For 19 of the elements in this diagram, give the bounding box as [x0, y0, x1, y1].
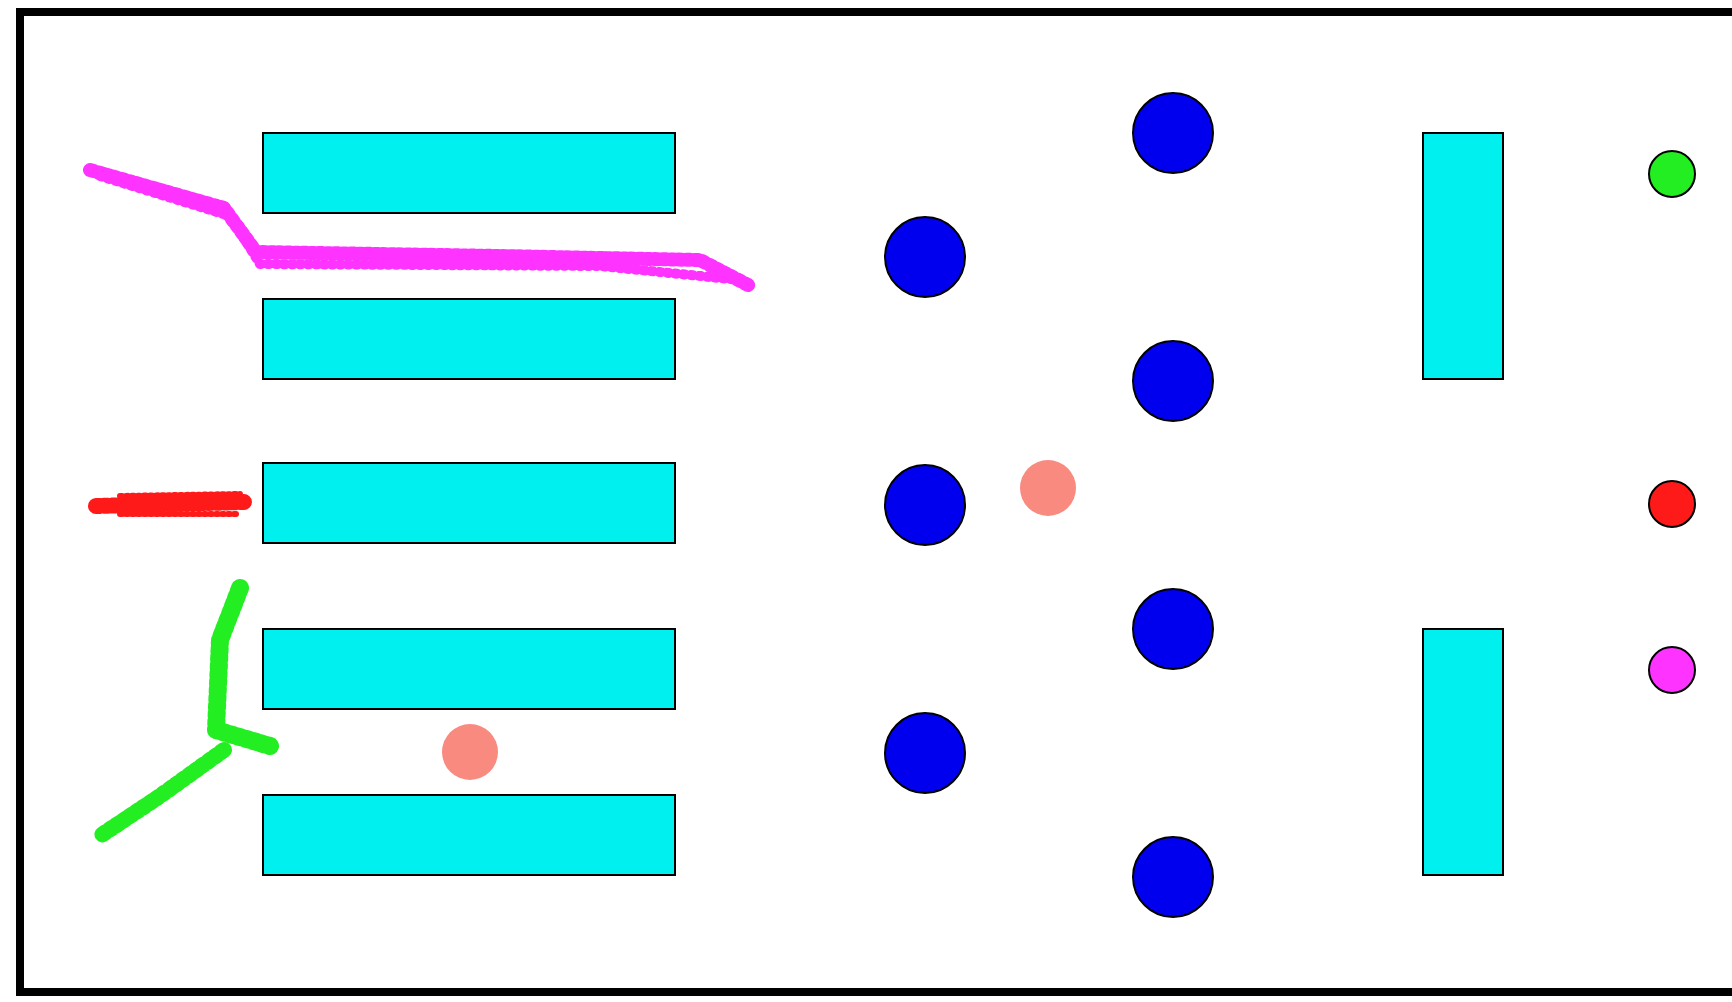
goal-dot	[1648, 646, 1696, 694]
pillar-circle	[884, 216, 966, 298]
obstacle-bar	[262, 794, 676, 876]
pillar-circle	[1132, 92, 1214, 174]
pillar-circle	[884, 712, 966, 794]
obstacle-bar	[1422, 132, 1504, 380]
agent-blob	[1020, 460, 1076, 516]
obstacle-bar	[262, 132, 676, 214]
pillar-circle	[1132, 836, 1214, 918]
pillar-circle	[1132, 588, 1214, 670]
goal-dot	[1648, 150, 1696, 198]
pillar-circle	[1132, 340, 1214, 422]
obstacle-bar	[1422, 628, 1504, 876]
agent-blob	[442, 724, 498, 780]
obstacle-bar	[262, 628, 676, 710]
pillar-circle	[884, 464, 966, 546]
obstacle-bar	[262, 462, 676, 544]
goal-dot	[1648, 480, 1696, 528]
obstacle-bar	[262, 298, 676, 380]
